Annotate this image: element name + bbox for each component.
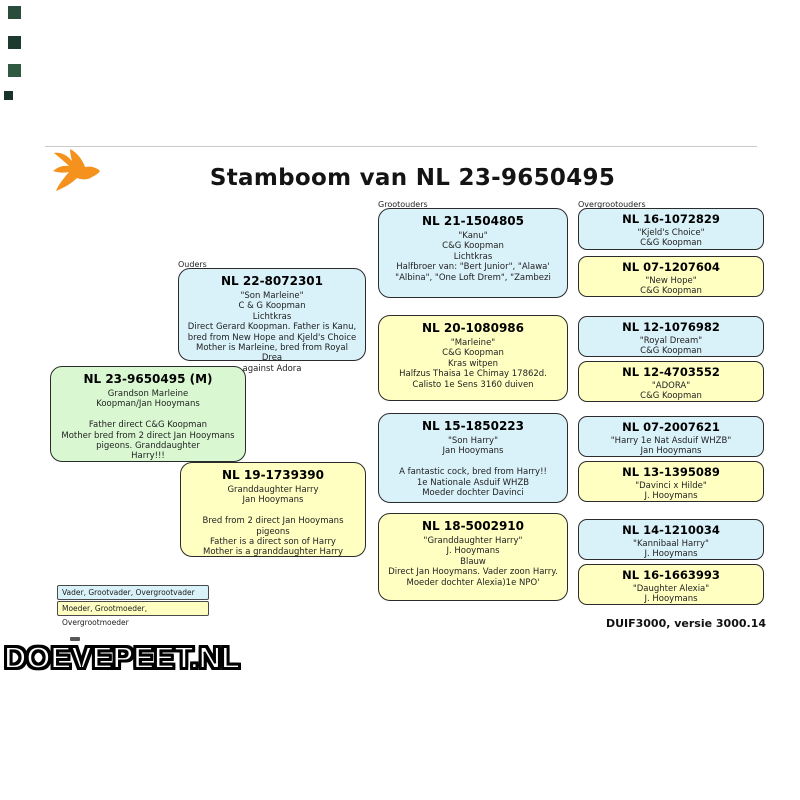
ring-number: NL 12-4703552: [622, 365, 720, 379]
pigeon-name: "Royal Dream": [639, 336, 703, 346]
pedigree-box-ggp-7: NL 14-1210034 "Kannibaal Harry" J. Hooym…: [578, 519, 764, 560]
ring-number: NL 23-9650495 (M): [83, 372, 213, 386]
thumbnail-square-4: [4, 91, 13, 100]
ring-number: NL 07-1207604: [622, 260, 720, 274]
pigeon-details: "Granddaughter Harry" J. Hooymans Blauw …: [388, 536, 558, 588]
pigeon-name: "Harry 1e Nat Asduif WHZB": [610, 436, 732, 446]
pigeon-details: "Son Marleine" C & G Koopman Lichtkras D…: [187, 291, 357, 374]
pedigree-box-subject: NL 23-9650495 (M) Grandson Marleine Koop…: [50, 366, 246, 462]
pedigree-box-ggp-4: NL 12-4703552 "ADORA" C&G Koopman: [578, 361, 764, 402]
software-version-label: DUIF3000, versie 3000.14: [605, 617, 766, 630]
ring-number: NL 19-1739390: [222, 468, 324, 482]
pigeon-name: "Kannibaal Harry": [633, 539, 709, 549]
pedigree-box-father: NL 22-8072301 "Son Marleine" C & G Koopm…: [178, 268, 366, 374]
pigeon-name: "New Hope": [645, 276, 697, 286]
pigeon-name: "Daughter Alexia": [632, 584, 710, 594]
pedigree-box-ggp-3: NL 12-1076982 "Royal Dream" C&G Koopman: [578, 316, 764, 357]
fancier-name: C&G Koopman: [640, 238, 702, 248]
pigeon-details: Granddaughter Harry Jan Hooymans Bred fr…: [202, 485, 344, 558]
column-label-great-grandparents: Overgrootouders: [578, 200, 646, 209]
pedigree-box-ggp-6: NL 13-1395089 "Davinci x Hilde" J. Hooym…: [578, 461, 764, 502]
header-divider: [45, 146, 757, 147]
legend-mother-row: Moeder, Grootmoeder, Overgrootmoeder: [57, 601, 209, 627]
ring-number: NL 21-1504805: [422, 214, 524, 228]
fancier-name: C&G Koopman: [640, 286, 702, 296]
pedigree-box-ggp-2: NL 07-1207604 "New Hope" C&G Koopman: [578, 256, 764, 297]
thumbnail-square-1: [8, 6, 21, 19]
fancier-name: J. Hooymans: [644, 491, 698, 501]
ring-number: NL 13-1395089: [622, 465, 720, 479]
fancier-name: C&G Koopman: [640, 391, 702, 401]
pedigree-box-ggp-8: NL 16-1663993 "Daughter Alexia" J. Hooym…: [578, 564, 764, 605]
thumbnail-square-3: [8, 64, 21, 77]
pigeon-details: "Marleine" C&G Koopman Kras witpen Halfz…: [399, 338, 547, 390]
fancier-name: J. Hooymans: [644, 594, 698, 604]
fancier-name: J. Hooymans: [644, 549, 698, 559]
ring-number: NL 16-1072829: [622, 212, 720, 226]
column-label-grandparents: Grootouders: [378, 200, 428, 209]
pigeon-details: "Son Harry" Jan Hooymans A fantastic coc…: [399, 436, 547, 499]
pedigree-box-ggp-1: NL 16-1072829 "Kjeld's Choice" C&G Koopm…: [578, 208, 764, 250]
pedigree-box-maternal-grandfather: NL 15-1850223 "Son Harry" Jan Hooymans A…: [378, 413, 568, 503]
pigeon-details: "Kanu" C&G Koopman Lichtkras Halfbroer v…: [395, 231, 551, 283]
thumbnail-square-2: [8, 36, 21, 49]
ring-number: NL 12-1076982: [622, 320, 720, 334]
pedigree-box-mother: NL 19-1739390 Granddaughter Harry Jan Ho…: [180, 462, 366, 557]
pedigree-box-maternal-grandmother: NL 18-5002910 "Granddaughter Harry" J. H…: [378, 513, 568, 601]
pigeon-name: "Davinci x Hilde": [635, 481, 707, 491]
pigeon-details: Grandson Marleine Koopman/Jan Hooymans F…: [61, 389, 235, 462]
pedigree-box-paternal-grandmother: NL 20-1080986 "Marleine" C&G Koopman Kra…: [378, 315, 568, 401]
pigeon-logo-icon: [48, 147, 104, 193]
ring-number: NL 14-1210034: [622, 523, 720, 537]
ring-number: NL 16-1663993: [622, 568, 720, 582]
pigeon-name: "ADORA": [651, 381, 691, 391]
ring-number: NL 15-1850223: [422, 419, 524, 433]
ring-number: NL 20-1080986: [422, 321, 524, 335]
watermark-text: DOEVEPEET.NL: [3, 640, 241, 676]
column-label-parents: Ouders: [178, 260, 207, 269]
page-title: Stamboom van NL 23-9650495: [209, 165, 616, 191]
pigeon-name: "Kjeld's Choice": [637, 228, 705, 238]
pedigree-box-paternal-grandfather: NL 21-1504805 "Kanu" C&G Koopman Lichtkr…: [378, 208, 568, 298]
fancier-name: Jan Hooymans: [640, 446, 702, 456]
legend-father-row: Vader, Grootvader, Overgrootvader: [57, 585, 209, 600]
watermark-mark: [70, 637, 80, 641]
ring-number: NL 18-5002910: [422, 519, 524, 533]
fancier-name: C&G Koopman: [640, 346, 702, 356]
ring-number: NL 07-2007621: [622, 420, 720, 434]
pedigree-box-ggp-5: NL 07-2007621 "Harry 1e Nat Asduif WHZB"…: [578, 416, 764, 457]
ring-number: NL 22-8072301: [221, 274, 323, 288]
